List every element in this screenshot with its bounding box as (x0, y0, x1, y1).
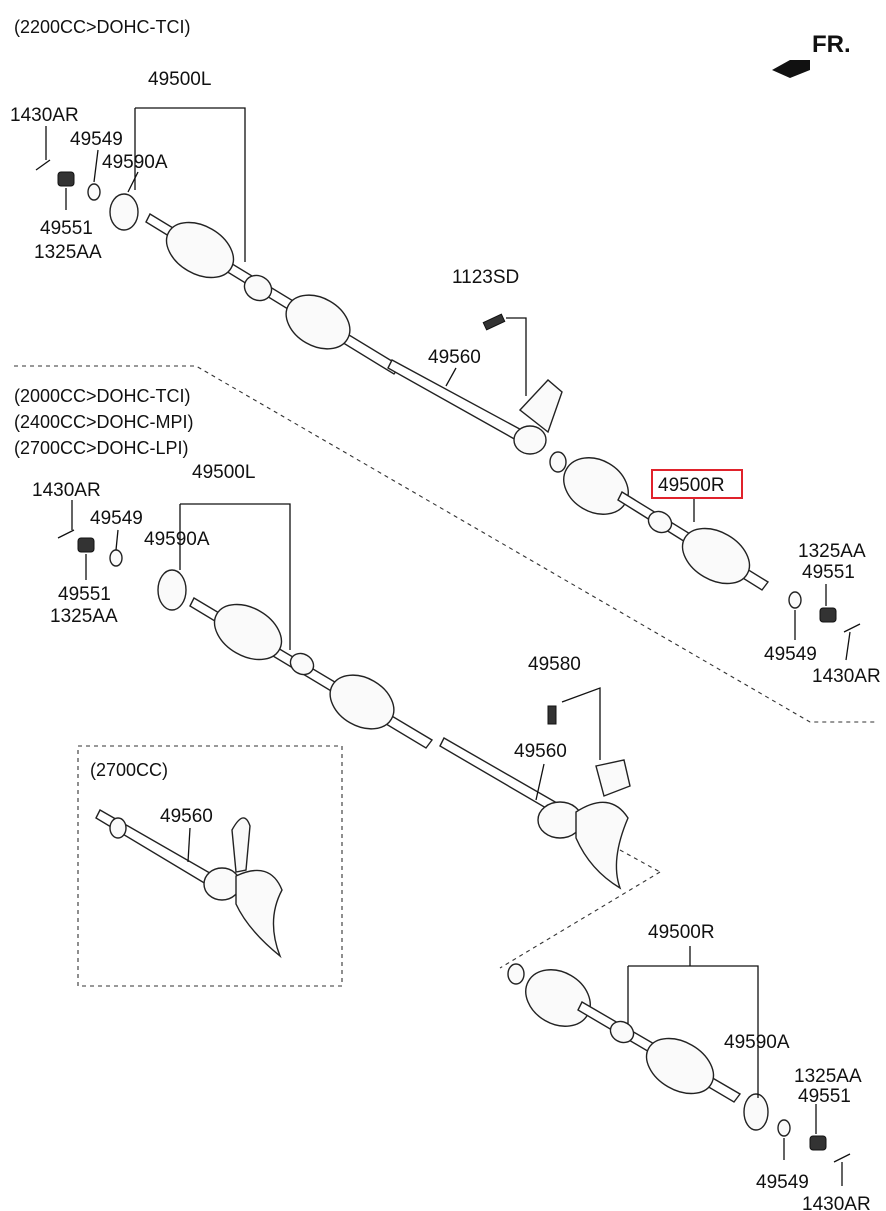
top-outer-cv-boot (165, 221, 235, 279)
top-right-damper (647, 510, 673, 534)
top-right-label-1325aa: 1325AA (798, 541, 866, 562)
inset-label-49560: 49560 (160, 806, 213, 827)
top-label-49500l: 49500L (148, 69, 211, 90)
bot-label-49590a: 49590A (724, 1032, 790, 1053)
inset-spline-end (109, 817, 127, 839)
connector-dash-1 (499, 871, 661, 969)
mid-inner-cv-joint (329, 674, 395, 730)
top-leader-49549 (93, 149, 99, 183)
mid-nut-49551 (77, 537, 95, 553)
mid-label-1325aa: 1325AA (50, 606, 118, 627)
bot-outer-cv-boot (645, 1037, 715, 1095)
section-label-2200cc: (2200CC>DOHC-TCI) (14, 17, 191, 37)
top-label-1325aa: 1325AA (34, 242, 102, 263)
inset-support-bracket (235, 869, 283, 959)
inset-2700cc: (2700CC) 49560 (77, 745, 343, 987)
top-leader-1123sd (506, 317, 527, 396)
mid-leader-49549 (115, 529, 119, 551)
section-label-2000cc: (2000CC>DOHC-TCI) (14, 386, 191, 406)
top-right-seal (549, 451, 567, 473)
inset-bearing-housing (203, 867, 241, 901)
top-damper (243, 274, 273, 302)
front-label: FR. (812, 31, 851, 58)
bot-label-49549: 49549 (756, 1172, 809, 1193)
bot-damper (609, 1020, 635, 1044)
top-right-label-49551: 49551 (802, 562, 855, 583)
top-label-49560: 49560 (428, 347, 481, 368)
mid-label-49560: 49560 (514, 741, 567, 762)
mid-label-49580: 49580 (528, 654, 581, 675)
bot-label-49551: 49551 (798, 1086, 851, 1107)
top-pin-1430ar (35, 159, 51, 171)
bot-nut-49551 (809, 1135, 827, 1151)
section-divider (14, 365, 878, 723)
bot-label-49500r: 49500R (648, 922, 715, 943)
top-right-pin (843, 623, 861, 633)
bottom-drive-shaft-assembly: 49500R 49590A 1325AA 49551 49549 1430AR (507, 922, 871, 1211)
mid-bracket-plate (595, 759, 631, 797)
section-label-2400cc: (2400CC>DOHC-MPI) (14, 412, 194, 432)
bot-leader-49500r (628, 965, 759, 1098)
top-leader-49500l (135, 107, 246, 262)
inset-upper-bracket (231, 817, 251, 873)
middle-drive-shaft-assembly: 49500L 1430AR 49549 49590A 49551 1325AA … (32, 462, 631, 890)
bot-ring-49590a (743, 1093, 769, 1131)
inset-label-2700cc: (2700CC) (90, 760, 168, 780)
top-right-inner-joint (563, 457, 629, 515)
mid-ring-49590a (157, 569, 187, 611)
top-inner-cv-joint (285, 294, 351, 350)
top-washer-49549 (87, 183, 101, 201)
mid-support-bracket (575, 801, 629, 890)
mid-leader-49580 (561, 687, 601, 760)
mid-outer-cv-boot (213, 603, 283, 661)
top-label-49500r: 49500R (658, 475, 725, 496)
bot-label-1430ar: 1430AR (802, 1194, 871, 1211)
mid-label-49590a: 49590A (144, 529, 210, 550)
top-label-49551: 49551 (40, 218, 93, 239)
mid-bolt-49580 (547, 705, 557, 725)
top-label-49549: 49549 (70, 129, 123, 150)
top-label-1123sd: 1123SD (452, 267, 519, 288)
mid-label-1430ar: 1430AR (32, 480, 101, 501)
mid-damper (289, 652, 315, 676)
top-nut-49551 (57, 171, 75, 187)
top-label-1430ar: 1430AR (10, 105, 79, 126)
top-right-label-49549: 49549 (764, 644, 817, 665)
top-right-nut (819, 607, 837, 623)
top-ring-49590a (109, 193, 139, 231)
mid-leader-49560 (535, 763, 545, 801)
connector-dash-2 (619, 849, 661, 873)
top-right-outer-boot (681, 527, 751, 585)
top-leader-49590a (127, 171, 139, 193)
bot-label-1325aa: 1325AA (794, 1066, 862, 1087)
top-label-49590a: 49590A (102, 152, 168, 173)
mid-pin-1430ar (57, 529, 75, 539)
bot-inner-cv-joint (525, 969, 591, 1027)
bot-pin-1430ar (833, 1153, 851, 1163)
top-leader-49560 (445, 367, 457, 387)
top-bolt-1123sd (482, 313, 506, 331)
top-bearing-bracket (513, 425, 547, 455)
front-arrow-icon (772, 60, 810, 78)
mid-label-49500l: 49500L (192, 462, 255, 483)
mid-label-49549: 49549 (90, 508, 143, 529)
section-label-2700cc: (2700CC>DOHC-LPI) (14, 438, 189, 458)
mid-label-49551: 49551 (58, 584, 111, 605)
top-right-washer (788, 591, 802, 609)
mid-washer-49549 (109, 549, 123, 567)
top-leader-1430arr (845, 631, 851, 661)
top-drive-shaft-assembly: 49500L 1430AR 49549 49590A 49551 1325AA … (10, 69, 881, 687)
top-right-label-1430ar: 1430AR (812, 666, 881, 687)
inset-frame (77, 745, 343, 987)
front-direction-indicator: FR. (772, 31, 851, 78)
inset-leader-49560 (187, 827, 191, 863)
bot-seal (507, 963, 525, 985)
top-support-bracket (518, 379, 563, 434)
highlight-box-49500r (651, 469, 743, 499)
bot-washer-49549 (777, 1119, 791, 1137)
mid-leader-49500l (180, 503, 291, 650)
